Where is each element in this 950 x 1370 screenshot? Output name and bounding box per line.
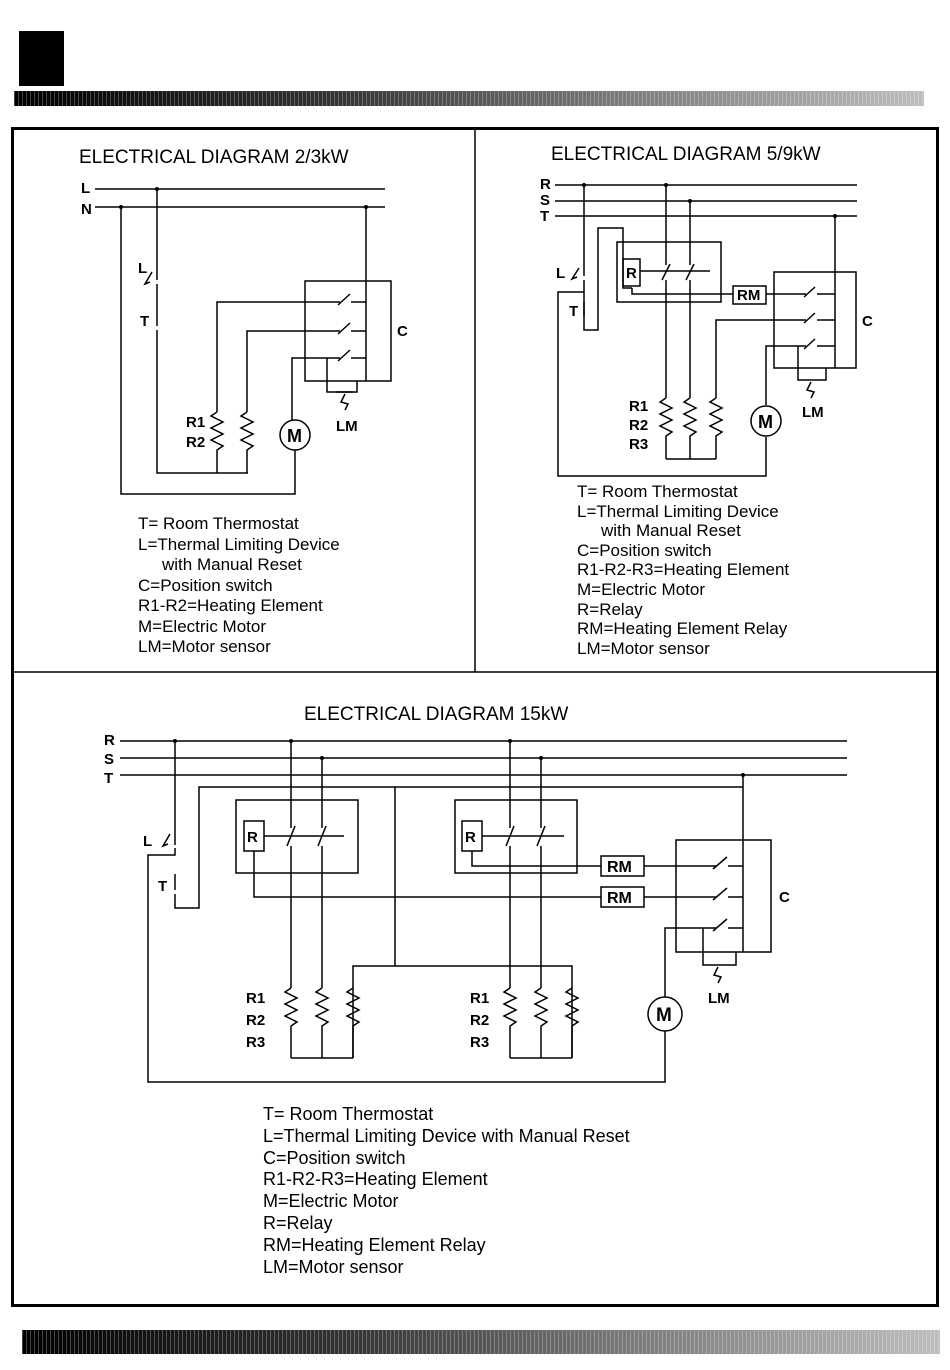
line-label-n: N (81, 201, 92, 218)
limit-device-symbol (143, 271, 153, 286)
legend-item: with Manual Reset (601, 521, 741, 541)
heater-r2-group1 (314, 987, 330, 1058)
position-switch-label: C (862, 313, 873, 330)
heater-label-r2: R2 (186, 434, 205, 451)
legend-item: LM=Motor sensor (263, 1256, 404, 1277)
legend-item: C=Position switch (138, 575, 273, 595)
line-label-t: T (540, 208, 549, 225)
heater-r1 (209, 411, 225, 473)
legend-item: T= Room Thermostat (138, 514, 299, 533)
legend-item: T= Room Thermostat (263, 1104, 434, 1124)
position-switch-label: C (779, 889, 790, 906)
motor (750, 405, 782, 437)
heater-label-r3-group1: R3 (246, 1034, 265, 1051)
diagram-15kw-title: ELECTRICAL DIAGRAM 15kW (304, 704, 568, 725)
heater-label-r3-group2: R3 (470, 1034, 489, 1051)
motor-sensor-label: LM (802, 404, 824, 421)
legend-item: T= Room Thermostat (577, 482, 738, 501)
motor (279, 419, 311, 451)
legend-item: C=Position switch (263, 1147, 406, 1168)
heater-label-r1-group1: R1 (246, 990, 265, 1007)
legend-item: LM=Motor sensor (138, 637, 271, 656)
line-label-r: R (540, 176, 551, 193)
line-label-r: R (104, 732, 115, 749)
legend-5-9kw: T= Room Thermostat L=Thermal Limiting De… (577, 482, 789, 658)
heating-element-relay (732, 285, 767, 305)
legend-item: R1-R2=Heating Element (138, 596, 323, 615)
legend-item: L=Thermal Limiting Device with Manual Re… (263, 1125, 630, 1146)
line-label-s: S (540, 192, 550, 209)
legend-item: M=Electric Motor (577, 579, 705, 599)
heater-label-r1: R1 (186, 414, 205, 431)
legend-item: R=Relay (577, 599, 643, 619)
heater-label-r2-group1: R2 (246, 1012, 265, 1029)
legend-15kw: T= Room Thermostat L=Thermal Limiting De… (263, 1104, 630, 1278)
thermostat-label: T (140, 313, 149, 330)
rm-1-label: RM (607, 859, 632, 876)
heater-label-r1: R1 (629, 398, 648, 415)
legend-item: L=Thermal Limiting Device (577, 501, 779, 521)
legend-item: R=Relay (263, 1212, 333, 1233)
motor (647, 996, 683, 1032)
heater-r2 (239, 411, 255, 473)
line-label-s: S (104, 751, 114, 768)
limit-device-label: L (143, 833, 152, 850)
relay-box (616, 241, 722, 303)
diagram-2-3kw: ELECTRICAL DIAGRAM 2/3kW L N L T C (79, 147, 408, 495)
motor-label: M (287, 426, 302, 446)
heater-r2 (682, 397, 698, 459)
relay-1-label: R (247, 829, 258, 846)
legend-2-3kw: T= Room Thermostat L=Thermal Limiting De… (138, 514, 340, 658)
heater-r2-group2 (533, 987, 549, 1058)
legend-item: R1-R2-R3=Heating Element (263, 1169, 488, 1190)
heater-r1 (658, 397, 674, 459)
rm-label: RM (737, 287, 760, 304)
heater-r1-group1 (283, 987, 299, 1058)
heater-r3-group1 (345, 987, 361, 1058)
legend-item: M=Electric Motor (138, 616, 266, 636)
relay-label: R (626, 265, 637, 282)
header-gradient-bar (14, 91, 924, 106)
motor-label: M (656, 1005, 672, 1026)
diagram-frame (11, 127, 939, 1307)
relay-coil (622, 258, 641, 287)
relay-box-2 (454, 799, 578, 874)
heater-r3 (708, 397, 724, 459)
heater-label-r1-group2: R1 (470, 990, 489, 1007)
legend-item: L=Thermal Limiting Device (138, 534, 340, 554)
motor-label: M (758, 412, 773, 432)
line-label-t: T (104, 770, 113, 787)
legend-item: LM=Motor sensor (577, 638, 710, 658)
legend-item: with Manual Reset (162, 555, 302, 574)
limit-device-label: L (138, 260, 147, 277)
thermostat-label: T (158, 878, 167, 895)
diagram-5-9kw-title: ELECTRICAL DIAGRAM 5/9kW (551, 144, 821, 165)
legend-item: RM=Heating Element Relay (577, 619, 788, 639)
diagram-5-9kw: ELECTRICAL DIAGRAM 5/9kW R S T L T R (540, 144, 873, 477)
legend-item: M=Electric Motor (263, 1191, 399, 1212)
rm-2-label: RM (607, 890, 632, 907)
heater-label-r2-group2: R2 (470, 1012, 489, 1029)
heater-r3-group2 (564, 987, 580, 1058)
motor-sensor-label: LM (708, 990, 730, 1007)
position-switch-c (675, 839, 772, 953)
diagram-2-3kw-title: ELECTRICAL DIAGRAM 2/3kW (79, 147, 349, 168)
legend-item: RM=Heating Element Relay (263, 1234, 486, 1255)
relay-box-1 (235, 799, 359, 874)
limit-device-label: L (556, 265, 565, 282)
legend-item: C=Position switch (577, 540, 712, 560)
line-label-l: L (81, 180, 90, 197)
footer-gradient-bar (22, 1330, 940, 1354)
heater-label-r3: R3 (629, 436, 648, 453)
position-switch-label: C (397, 323, 408, 340)
thermostat-label: T (569, 303, 578, 320)
relay-2-label: R (465, 829, 476, 846)
corner-block (19, 31, 64, 86)
motor-sensor-label: LM (336, 418, 358, 435)
heater-label-r2: R2 (629, 417, 648, 434)
diagram-15kw: ELECTRICAL DIAGRAM 15kW R S T L T R (104, 704, 847, 1083)
heater-r1-group2 (502, 987, 518, 1058)
legend-item: R1-R2-R3=Heating Element (577, 560, 790, 580)
